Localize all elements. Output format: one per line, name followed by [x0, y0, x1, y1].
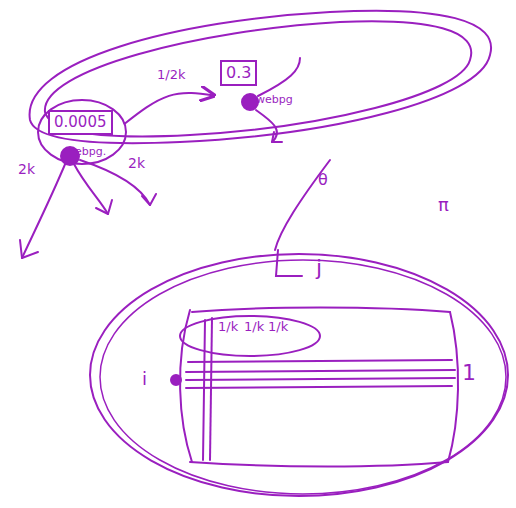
lead-line	[275, 160, 330, 250]
value-box: 0.0005	[48, 110, 113, 135]
out-arrow	[74, 164, 108, 214]
outer-loop	[45, 21, 471, 136]
matrix-row	[190, 462, 448, 467]
sketch-label: i	[142, 370, 147, 388]
row-ring	[180, 316, 320, 356]
ellipse-node: j	[88, 252, 510, 498]
connector	[124, 93, 214, 124]
matrix-row	[188, 360, 452, 362]
out-arrow	[272, 132, 282, 142]
out-arrow	[22, 162, 66, 258]
node-caption: webpg	[256, 94, 293, 106]
matrix-row	[186, 378, 455, 380]
sketch-label: 2k	[18, 162, 35, 176]
sketch-label: π	[438, 196, 449, 214]
vertex-dot	[242, 94, 258, 110]
sketch-label: 1/k	[244, 320, 264, 333]
row-dot	[171, 375, 181, 385]
matrix-row	[186, 386, 452, 388]
node-caption: webpg.	[66, 146, 106, 158]
matrix-col	[210, 318, 212, 460]
sketch-label: 2k	[128, 156, 145, 170]
outer-loop	[30, 11, 492, 144]
webpage-node: 0.3webpg	[214, 56, 280, 114]
out-arrow	[20, 240, 38, 258]
ellipse-outline	[88, 252, 510, 498]
webpage-node: 0.0005 webpg.	[44, 108, 124, 166]
out-arrow	[258, 58, 300, 96]
node-ring	[38, 100, 126, 164]
matrix-row	[192, 308, 450, 313]
out-arrow	[142, 194, 156, 205]
edge-label: 1/2k	[157, 68, 185, 81]
value-box: 0.3	[220, 60, 257, 86]
sketch-label: 1/k	[268, 320, 288, 333]
out-arrow	[96, 200, 112, 214]
matrix-col	[203, 320, 205, 460]
sketch-label: θ	[318, 172, 328, 188]
node-label: j	[316, 256, 322, 280]
sketch-label: 1/k	[218, 320, 238, 333]
sketch-label: 1	[462, 362, 476, 384]
matrix-row	[186, 370, 455, 372]
